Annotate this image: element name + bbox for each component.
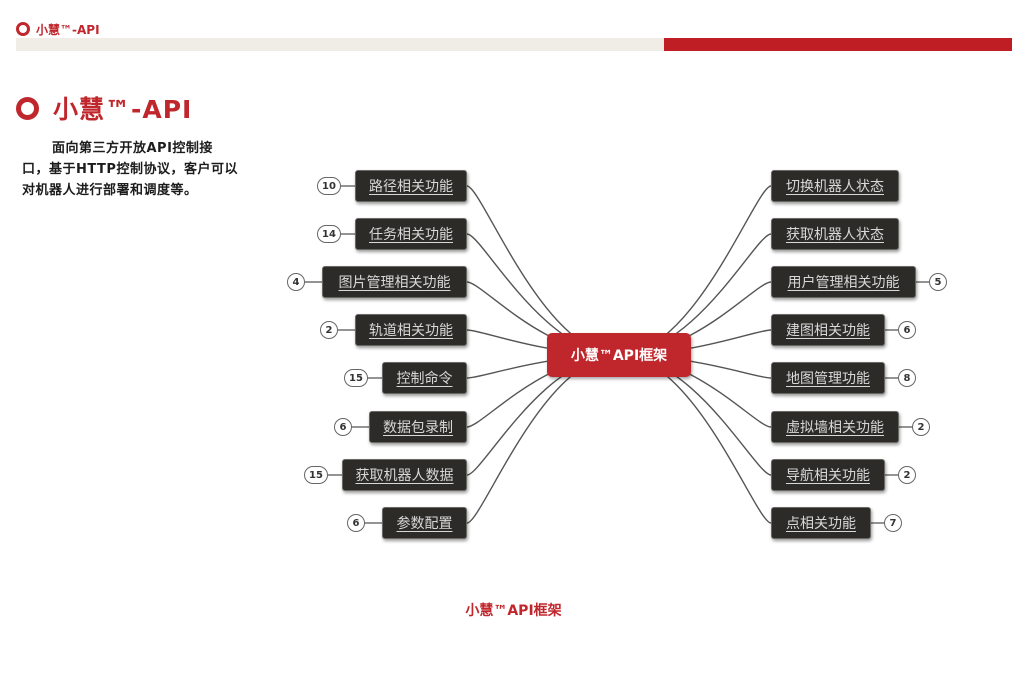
mindmap-center-node: 小慧™API框架 (547, 333, 691, 377)
section-description: 面向第三方开放API控制接口，基于HTTP控制协议，客户可以对机器人进行部署和调… (22, 141, 238, 198)
section-title: 小慧™-API (53, 95, 193, 124)
mindmap-node-right: 导航相关功能 (771, 459, 885, 491)
mindmap-node-left: 路径相关功能 (355, 170, 467, 202)
mindmap-node-left: 图片管理相关功能 (322, 266, 467, 298)
section-heading: 小慧™-API (16, 90, 192, 126)
mindmap-link (466, 354, 620, 524)
count-badge: 15 (344, 369, 368, 387)
circle-bullet-icon (16, 96, 39, 120)
count-badge: 15 (304, 466, 328, 484)
mindmap-link (618, 354, 772, 524)
figure-caption: 小慧™API框架 (465, 603, 562, 619)
header-bar-grey (16, 38, 664, 51)
mindmap-node-left: 参数配置 (382, 507, 467, 539)
count-badge: 2 (912, 418, 930, 436)
mindmap-node-left: 控制命令 (382, 362, 467, 394)
mindmap-node-right: 建图相关功能 (771, 314, 885, 346)
mindmap-node-left: 数据包录制 (369, 411, 467, 443)
header-bar-red (664, 38, 1012, 51)
mindmap-node-right: 获取机器人状态 (771, 218, 899, 250)
mindmap-node-left: 获取机器人数据 (342, 459, 467, 491)
count-badge: 6 (898, 321, 916, 339)
count-badge: 6 (334, 418, 352, 436)
count-badge: 2 (320, 321, 338, 339)
count-badge: 5 (929, 273, 947, 291)
count-badge: 2 (898, 466, 916, 484)
mindmap-node-left: 任务相关功能 (355, 218, 467, 250)
mindmap-node-right: 切换机器人状态 (771, 170, 899, 202)
count-badge: 4 (287, 273, 305, 291)
count-badge: 8 (898, 369, 916, 387)
count-badge: 10 (317, 177, 341, 195)
circle-bullet-icon (16, 22, 30, 36)
count-badge: 7 (884, 514, 902, 532)
header-title: 小慧™-API (36, 22, 100, 37)
header: 小慧™-API (16, 18, 100, 40)
mindmap-link (618, 185, 772, 356)
count-badge: 14 (317, 225, 341, 243)
mindmap-node-right: 用户管理相关功能 (771, 266, 916, 298)
count-badge: 6 (347, 514, 365, 532)
mindmap-node-right: 地图管理功能 (771, 362, 885, 394)
mindmap-node-right: 点相关功能 (771, 507, 871, 539)
mindmap-link (466, 185, 620, 356)
mindmap-node-left: 轨道相关功能 (355, 314, 467, 346)
mindmap-node-right: 虚拟墙相关功能 (771, 411, 899, 443)
